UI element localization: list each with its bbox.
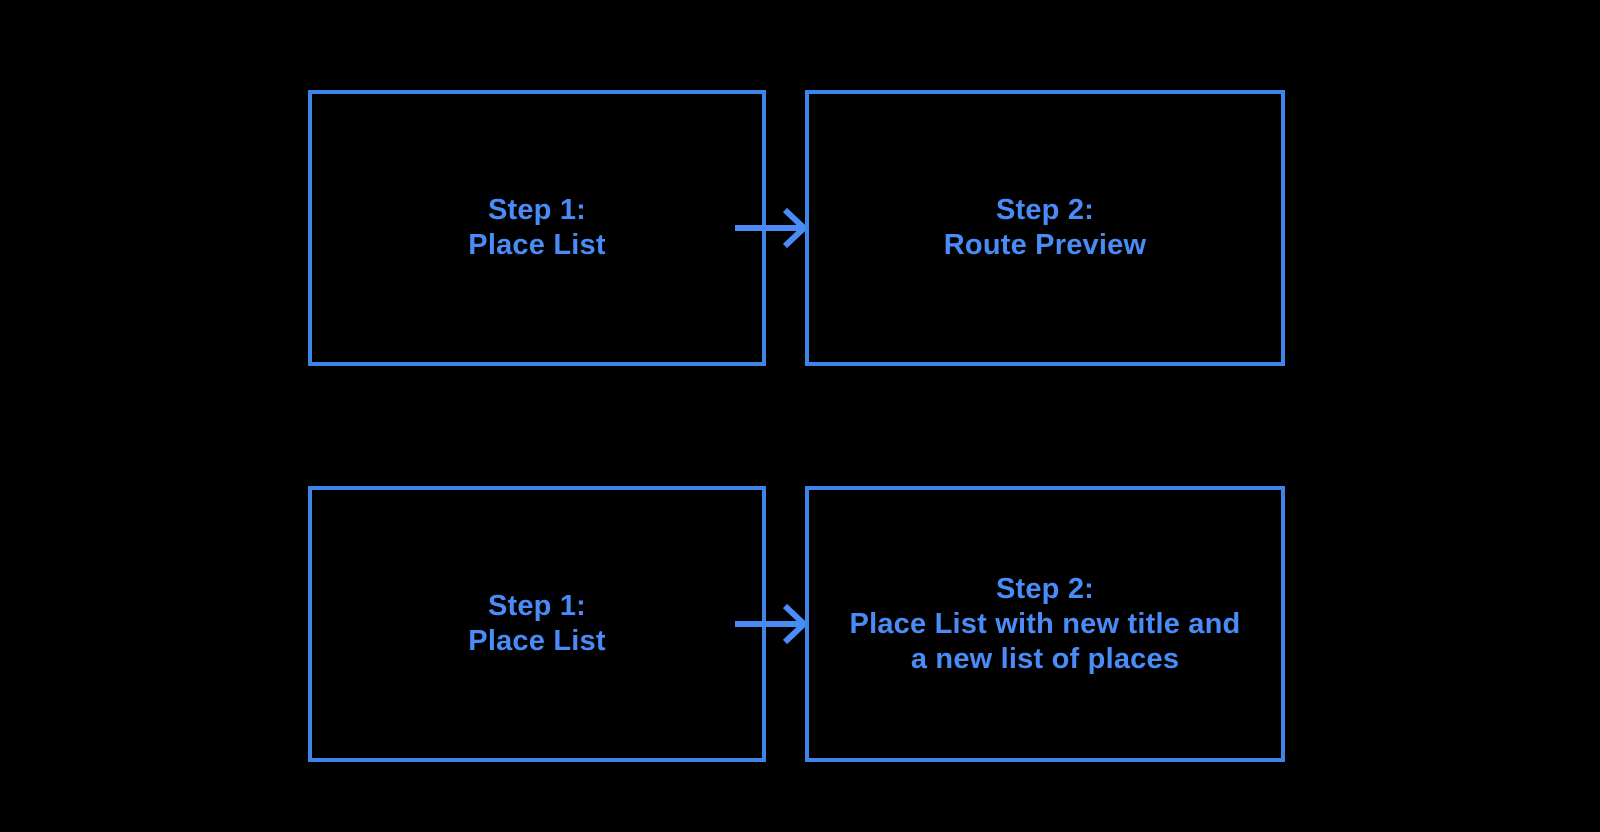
node-label: Step 1: Place List <box>468 590 606 657</box>
arrow-head <box>782 207 809 249</box>
arrow-head <box>782 603 809 645</box>
flow-row-1: Step 1: Place List Step 2: Route Preview <box>0 90 1600 366</box>
node-label: Step 1: Place List <box>468 194 606 261</box>
node-step2-place-list-new[interactable]: Step 2: Place List with new title and a … <box>805 486 1285 762</box>
flow-row-2: Step 1: Place List Step 2: Place List wi… <box>0 486 1600 762</box>
node-label: Step 2: Place List with new title and a … <box>849 572 1241 675</box>
node-label: Step 2: Route Preview <box>943 194 1147 261</box>
node-step1-place-list-bottom[interactable]: Step 1: Place List <box>308 486 766 762</box>
node-step1-place-list-top[interactable]: Step 1: Place List <box>308 90 766 366</box>
node-step2-route-preview[interactable]: Step 2: Route Preview <box>805 90 1285 366</box>
